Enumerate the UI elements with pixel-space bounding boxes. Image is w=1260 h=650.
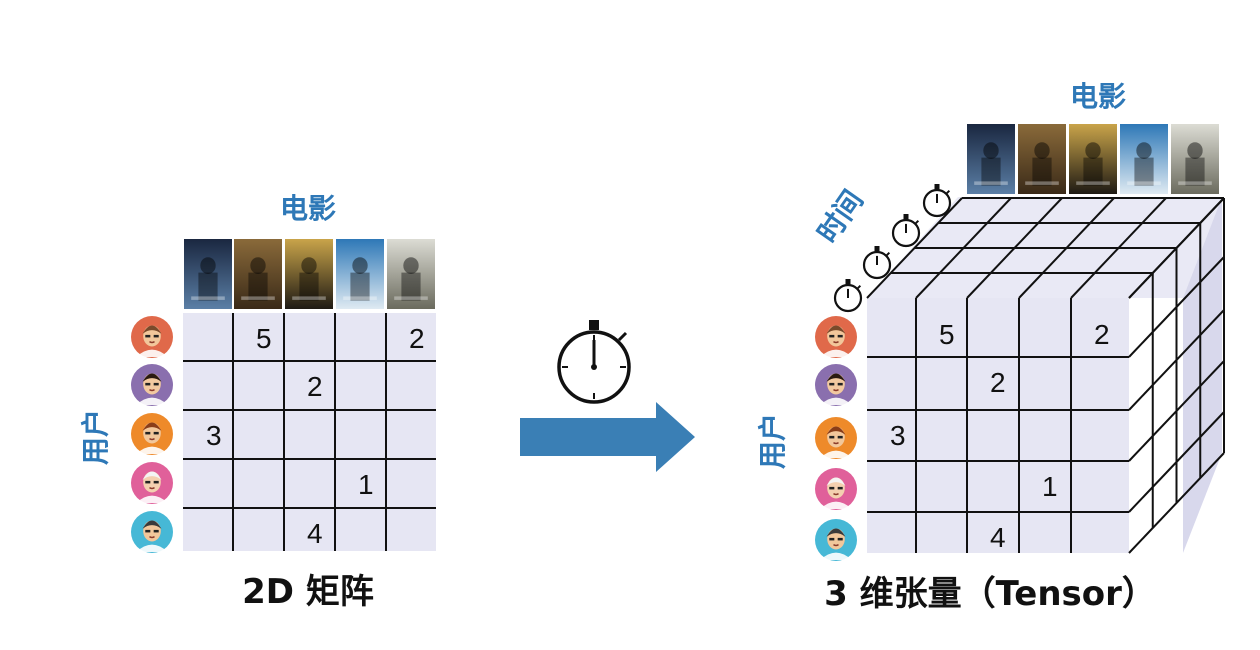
tensor-3d-grid <box>866 197 1225 554</box>
ship-poster-icon <box>1120 124 1168 194</box>
matrix-2d-background <box>183 313 436 551</box>
matrix-2d-movie-posters <box>184 239 435 309</box>
matrix-2d-cell-value: 4 <box>307 518 323 549</box>
right-arrow-icon <box>520 402 695 472</box>
matrix-2d-cell-value: 1 <box>358 469 374 500</box>
tensor-3d-cell-value: 3 <box>890 420 906 451</box>
bearded-man-avatar-icon <box>131 316 173 358</box>
man-glasses-avatar-icon <box>815 417 857 459</box>
matrix-2d-cell-value: 3 <box>206 420 222 451</box>
tensor-3d-column-label: 电影 <box>1070 80 1126 113</box>
tensor-3d-caption: 3 维张量（Tensor） <box>824 574 1156 614</box>
matrix-2d-caption: 2D 矩阵 <box>242 572 374 612</box>
young-man-avatar-icon <box>815 519 857 561</box>
matrix-2d-cells: 5 2 2 3 1 4 <box>206 323 425 549</box>
fantasy-epic-poster-icon <box>234 239 282 309</box>
tensor-3d-row-label: 用户 <box>756 413 789 469</box>
matrix-2d: 5 2 2 3 1 4 电影 用户 2D 矩阵 <box>79 192 436 612</box>
tensor-3d-cell-value: 1 <box>1042 471 1058 502</box>
ship-poster-icon <box>336 239 384 309</box>
stopwatch-icon <box>862 246 892 280</box>
tensor-3d-cell-value: 2 <box>1094 319 1110 350</box>
dark-knight-poster-icon <box>967 124 1015 194</box>
stopwatch-icon <box>922 184 952 218</box>
tensor-3d-movie-posters <box>967 124 1219 194</box>
matrix-2d-cell-value: 2 <box>307 371 323 402</box>
tensor-3d-cell-value: 5 <box>939 319 955 350</box>
tensor-3d-cell-value: 2 <box>990 367 1006 398</box>
tensor-3d-depth-label: 时间 <box>811 184 870 249</box>
woman-sunglasses-avatar-icon <box>131 364 173 406</box>
man-glasses-avatar-icon <box>131 413 173 455</box>
tensor-3d-time-clocks <box>833 184 952 313</box>
fantasy-epic-poster-icon <box>1018 124 1066 194</box>
woman-white-hair-avatar-icon <box>815 468 857 510</box>
young-man-avatar-icon <box>131 511 173 553</box>
dark-knight-poster-icon <box>184 239 232 309</box>
tensor-3d: 5 2 2 3 1 4 电影 时间 用户 3 维张量（Tensor） <box>756 80 1225 614</box>
matrix-2d-row-label: 用户 <box>79 409 112 465</box>
tensor-3d-user-avatars <box>815 316 857 561</box>
war-soldier-poster-icon <box>387 239 435 309</box>
war-soldier-poster-icon <box>1171 124 1219 194</box>
tensor-3d-cell-value: 4 <box>990 522 1006 553</box>
stopwatch-icon <box>833 279 863 313</box>
matrix-2d-column-label: 电影 <box>280 192 336 225</box>
gladiator-poster-icon <box>285 239 333 309</box>
tensor-3d-front-face <box>867 298 1129 553</box>
stopwatch-icon <box>557 320 631 404</box>
woman-sunglasses-avatar-icon <box>815 364 857 406</box>
bearded-man-avatar-icon <box>815 316 857 358</box>
matrix-2d-user-avatars <box>131 316 173 553</box>
gladiator-poster-icon <box>1069 124 1117 194</box>
matrix-2d-grid <box>183 313 436 551</box>
woman-white-hair-avatar-icon <box>131 462 173 504</box>
matrix-2d-cell-value: 5 <box>256 323 272 354</box>
stopwatch-icon <box>891 214 921 248</box>
matrix-2d-cell-value: 2 <box>409 323 425 354</box>
tensor-3d-cells: 5 2 2 3 1 4 <box>890 319 1110 553</box>
